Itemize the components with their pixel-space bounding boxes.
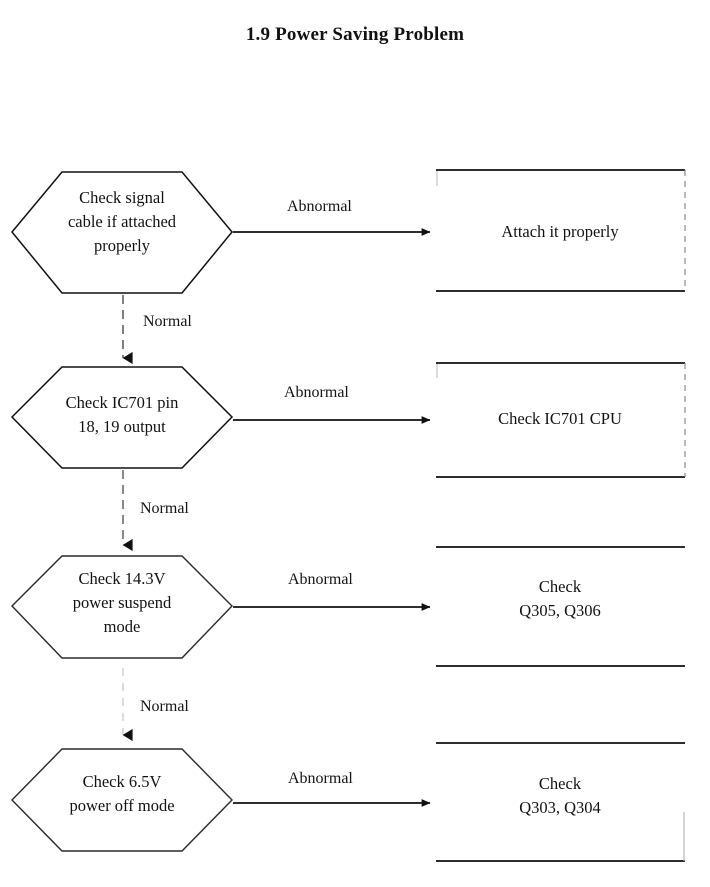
decision-hexagon-check-ic701-pins[interactable] [10, 366, 234, 469]
edge-label-normal-2: Normal [140, 500, 189, 517]
edge-label-abnormal-4: Abnormal [288, 770, 353, 787]
decision-hexagon-check-14v-suspend[interactable] [11, 555, 233, 659]
decision-hexagon-check-signal-cable[interactable] [11, 171, 233, 294]
edge-label-normal-3: Normal [140, 698, 189, 715]
edge-label-abnormal-1: Abnormal [287, 198, 352, 215]
edge-label-abnormal-2: Abnormal [284, 384, 349, 401]
edge-label-normal-1: Normal [143, 313, 192, 330]
edge-label-abnormal-3: Abnormal [288, 571, 353, 588]
page-title: 1.9 Power Saving Problem [245, 24, 465, 45]
decision-hexagon-check-65v-poweroff[interactable] [11, 748, 233, 852]
